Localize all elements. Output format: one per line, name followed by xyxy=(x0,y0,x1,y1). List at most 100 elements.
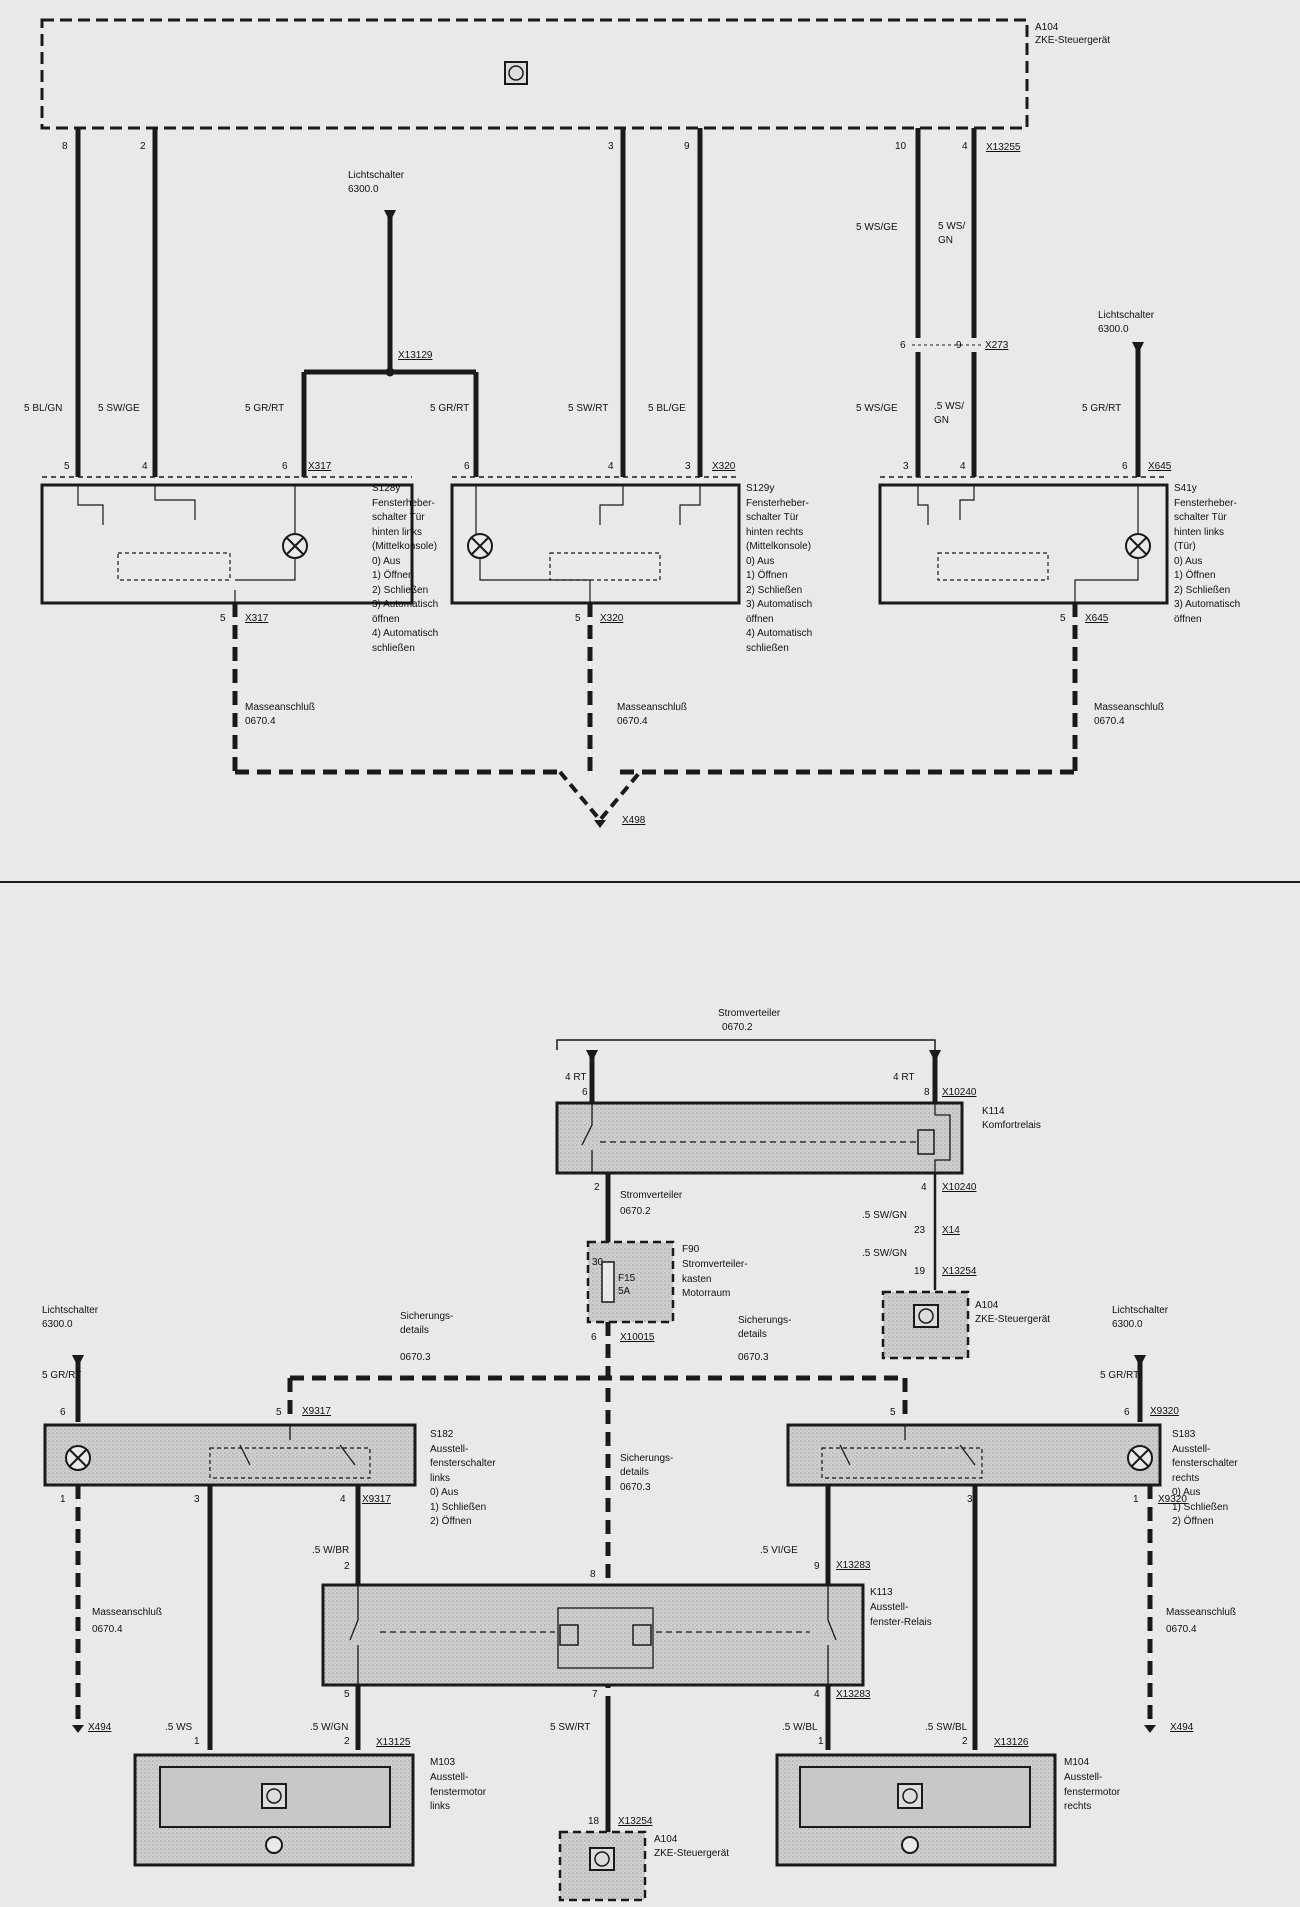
k114-pin-4: 4 xyxy=(921,1182,927,1193)
masse-1-name: Masseanschluß xyxy=(245,702,316,713)
pin-10: 10 xyxy=(895,141,907,152)
s129-gnd-pin: 5 xyxy=(575,613,581,624)
wire-ws-ge2: 5 WS/GE xyxy=(856,403,898,414)
a104b-id: A104 xyxy=(654,1834,678,1845)
s183-pin-5: 5 xyxy=(890,1407,896,1418)
k114-pin-8: 8 xyxy=(924,1087,930,1098)
masse-2-name: Masseanschluß xyxy=(617,702,688,713)
s41-pin-3: 3 xyxy=(903,461,909,472)
s182-pin-5: 5 xyxy=(276,1407,282,1418)
sich-right-ref: 0670.3 xyxy=(738,1352,769,1363)
masse-3-name: Masseanschluß xyxy=(1094,702,1165,713)
licht-r-wire: 5 GR/RT xyxy=(1100,1370,1140,1381)
pin-9: 9 xyxy=(684,141,690,152)
wire-ws-gn2: .5 WS/ GN xyxy=(934,401,965,426)
stromverteiler2-name: Stromverteiler xyxy=(620,1190,683,1201)
wire-sw-gn-a: .5 SW/GN xyxy=(862,1210,908,1221)
a104-symbol xyxy=(504,61,528,85)
s128-description: S128y Fensterheber- schalter Tür hinten … xyxy=(372,483,439,654)
k113-id: K113 xyxy=(870,1587,893,1598)
m103-id: M103 xyxy=(430,1757,456,1768)
pin-3: 3 xyxy=(608,141,614,152)
wire-sw-gn-b: .5 SW/GN xyxy=(862,1248,908,1259)
x498-label: X498 xyxy=(622,815,646,826)
s182-conn2: X9317 xyxy=(362,1494,391,1505)
a104-name: ZKE-Steuergerät xyxy=(1035,35,1111,46)
k113-pin-7: 7 xyxy=(592,1689,598,1700)
masse-2-ref: 0670.4 xyxy=(617,716,648,727)
pin-23: 23 xyxy=(914,1225,926,1236)
m103-ws: .5 WS xyxy=(165,1722,193,1733)
s41-pin-4: 4 xyxy=(960,461,966,472)
sich-right-name: Sicherungs- details xyxy=(738,1315,792,1340)
masse-r-ref: 0670.4 xyxy=(1166,1624,1197,1635)
x494-left: X494 xyxy=(88,1722,112,1733)
masse-l-name: Masseanschluß xyxy=(92,1607,163,1618)
s183-description: S183 Ausstell- fensterschalter rechts 0)… xyxy=(1172,1429,1238,1527)
x10240-label: X10240 xyxy=(942,1087,977,1098)
m104-pin-1: 1 xyxy=(818,1736,824,1747)
s182-box xyxy=(43,1423,417,1487)
x10015-label: X10015 xyxy=(620,1332,655,1343)
s129-pin-4: 4 xyxy=(608,461,614,472)
a104r-id: A104 xyxy=(975,1300,999,1311)
s182-pin-6: 6 xyxy=(60,1407,66,1418)
wire-w-br: .5 W/BR xyxy=(312,1545,350,1556)
masse-3-ref: 0670.4 xyxy=(1094,716,1125,727)
k113-pin-4: 4 xyxy=(814,1689,820,1700)
pin-4: 4 xyxy=(962,141,968,152)
lichtschalter-left-name: Lichtschalter xyxy=(348,170,405,181)
wire-gr-rt-a: 5 GR/RT xyxy=(245,403,285,414)
x10240b-label: X10240 xyxy=(942,1182,977,1193)
m103-conn: X13125 xyxy=(376,1737,411,1748)
sich-mid-name: Sicherungs- details xyxy=(620,1453,674,1478)
s128-pin-6: 6 xyxy=(282,461,288,472)
pin-19: 19 xyxy=(914,1266,926,1277)
s128-pin-4: 4 xyxy=(142,461,148,472)
s182-pin-3: 3 xyxy=(194,1494,200,1505)
a104-id: A104 xyxy=(1035,22,1059,33)
pin-8: 8 xyxy=(62,141,68,152)
m103-w-gn: .5 W/GN xyxy=(310,1722,349,1733)
s128-conn: X317 xyxy=(308,461,332,472)
s183-box xyxy=(786,1423,1162,1487)
x13255-label: X13255 xyxy=(986,142,1021,153)
a104b-pin-18: 18 xyxy=(588,1816,600,1827)
stromverteiler-ref: 0670.2 xyxy=(722,1022,753,1033)
s41-conn: X645 xyxy=(1148,461,1172,472)
k113-x13283b: X13283 xyxy=(836,1689,871,1700)
m103-name: Ausstell- fenstermotor links xyxy=(430,1772,487,1812)
x13254-label: X13254 xyxy=(942,1266,977,1277)
a104-symbol-icon xyxy=(508,65,524,81)
s129-description: S129y Fensterheber- schalter Tür hinten … xyxy=(746,483,813,654)
masse-l-ref: 0670.4 xyxy=(92,1624,123,1635)
a104b-conn: X13254 xyxy=(618,1816,653,1827)
f90-fuse: F15 5A xyxy=(618,1273,636,1297)
s41-gnd-pin: 5 xyxy=(1060,613,1066,624)
x494-right: X494 xyxy=(1170,1722,1194,1733)
rt-right: 4 RT xyxy=(893,1072,915,1083)
k114-id: K114 xyxy=(982,1106,1005,1117)
k113-pin-5: 5 xyxy=(344,1689,350,1700)
s129-pin-6: 6 xyxy=(464,461,470,472)
k113-name: Ausstell- fenster-Relais xyxy=(870,1602,932,1628)
s183-pin-1: 1 xyxy=(1133,1494,1139,1505)
m104-pin-2: 2 xyxy=(962,1736,968,1747)
s128-gnd-conn: X317 xyxy=(245,613,269,624)
wire-bl-ge: 5 BL/GE xyxy=(648,403,686,414)
x273-label: X273 xyxy=(985,340,1009,351)
s182-pin-1: 1 xyxy=(60,1494,66,1505)
wire-ws-ge: 5 WS/GE xyxy=(856,222,898,233)
m104-name: Ausstell- fenstermotor rechts xyxy=(1064,1772,1121,1812)
s128-pin-5: 5 xyxy=(64,461,70,472)
s129-box xyxy=(450,483,741,605)
lichtschalter-left-ref: 6300.0 xyxy=(348,184,379,195)
k114-pin-2: 2 xyxy=(594,1182,600,1193)
wire-gr-rt-b: 5 GR/RT xyxy=(430,403,470,414)
k113-pin-9: 9 xyxy=(814,1561,820,1572)
k114-pin-6: 6 xyxy=(582,1087,588,1098)
wire-vi-ge: .5 VI/GE xyxy=(760,1545,798,1556)
f90-name: Stromverteiler- kasten Motorraum xyxy=(682,1259,748,1299)
s182-pin-4: 4 xyxy=(340,1494,346,1505)
